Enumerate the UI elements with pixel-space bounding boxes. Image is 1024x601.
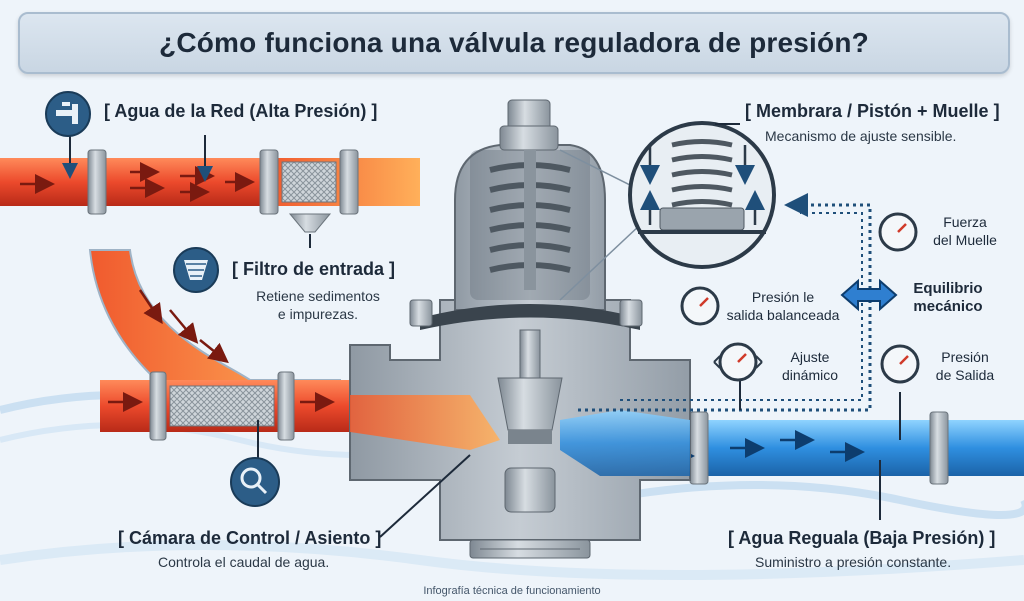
filter-label: [ Filtro de entrada ] [232,259,396,279]
membrane-desc: Mecanismo de ajuste sensible. [765,128,957,144]
inlet-label: [ Agua de la Red (Alta Presión) ] [104,101,378,121]
pressure-gauge-icon [878,212,918,252]
equilibrium-label: Equilibrio mecánico [913,280,983,315]
filter-desc-line2: e impurezas. [277,306,359,322]
outlet-label: [ Agua Reguala (Baja Presión) ] [728,528,996,548]
magnifier-icon [230,457,280,507]
spring-force-label: Fuerza del Muelle [933,214,997,248]
pressure-gauge-icon [680,286,720,326]
membrane-label: [ Membrara / Pistón + Muelle ] [745,101,1000,121]
outlet-desc: Suministro a presión constante. [755,554,952,570]
page-title: ¿Cómo funciona una válvula reguladora de… [159,27,869,58]
filter-desc-line1: Retiene sedimentos [256,288,380,304]
chamber-desc: Controla el caudal de agua. [158,554,330,570]
title-banner: ¿Cómo funciona una válvula reguladora de… [18,12,1010,74]
outlet-pressure-label: Presión de Salida [935,349,995,383]
dynamic-adjust-label: Ajuste dinámico [781,349,839,383]
footer-caption: Infografía técnica de funcionamiento [423,585,601,597]
pressure-gauge-icon [880,344,920,384]
chamber-label: [ Cámara de Control / Asiento ] [118,528,382,548]
balanced-pressure-label: Presión le salida balanceada [726,289,840,323]
filter-icon [173,247,219,293]
faucet-icon [45,91,91,137]
pressure-gauge-icon [713,342,763,382]
